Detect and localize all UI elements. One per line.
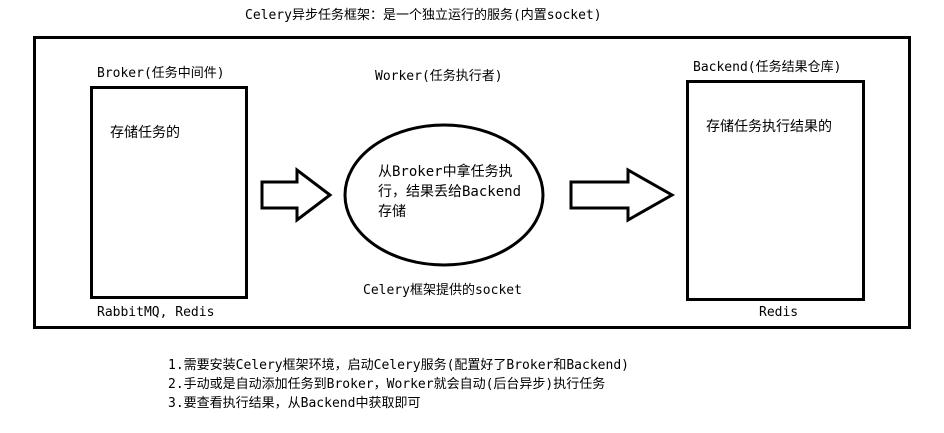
- backend-impl: Redis: [759, 305, 799, 320]
- worker-desc-line: 行，结果丢给Backend: [378, 184, 522, 200]
- worker-footer: Celery框架提供的socket: [363, 283, 522, 298]
- broker-impl: RabbitMQ, Redis: [97, 305, 215, 320]
- note-item: 2.手动或是自动添加任务到Broker，Worker就会自动(后台异步)执行任务: [168, 377, 606, 392]
- notes-list: 1.需要安装Celery框架环境，启动Celery服务(配置好了Broker和B…: [168, 356, 629, 413]
- broker-label: Broker(任务中间件): [97, 66, 225, 81]
- worker-ellipse: [343, 123, 545, 267]
- diagram-title: Celery异步任务框架：是一个独立运行的服务(内置socket): [245, 8, 602, 23]
- backend-box: [686, 80, 865, 301]
- note-item: 3.要查看执行结果，从Backend中获取即可: [168, 396, 421, 411]
- backend-label: Backend(任务结果仓库): [693, 60, 842, 75]
- broker-to-worker-arrow: [260, 166, 333, 224]
- worker-desc-line: 存储: [378, 204, 406, 220]
- worker-to-backend-arrow: [569, 167, 676, 223]
- worker-label: Worker(任务执行者): [375, 69, 503, 84]
- note-item: 1.需要安装Celery框架环境，启动Celery服务(配置好了Broker和B…: [168, 358, 629, 373]
- worker-desc: 从Broker中拿任务执 行，结果丢给Backend 存储: [378, 162, 521, 222]
- broker-box: [90, 86, 248, 299]
- worker-desc-line: 从Broker中拿任务执: [378, 164, 513, 180]
- broker-desc: 存储任务的: [110, 125, 180, 141]
- backend-desc: 存储任务执行结果的: [706, 119, 832, 135]
